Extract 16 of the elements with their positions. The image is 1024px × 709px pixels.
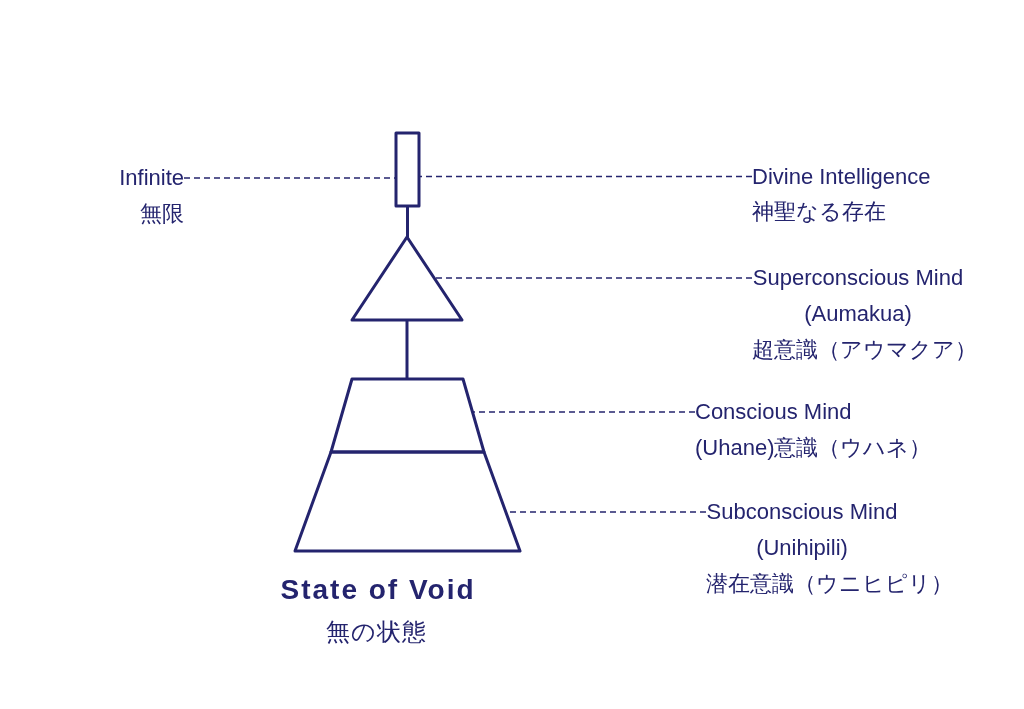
callout-label: Infinite 無限 [118, 160, 184, 232]
leader-line [418, 175, 753, 178]
callout-label: Divine Intelligence 神聖なる存在 [752, 159, 932, 229]
leader-line [471, 411, 696, 413]
callout-label: Subconscious Mind (Unihipili) 潜在意識（ウニヒピリ） [706, 494, 954, 602]
pyramid-label: State of Void [280, 573, 476, 607]
rectangle [393, 130, 422, 209]
pyramid-sublabel: 無の状態 [325, 617, 427, 647]
leader-line [183, 177, 397, 179]
leader-line [433, 277, 753, 279]
callout-label: Superconscious Mind (Aumakua) 超意識（アウマクア） [752, 260, 978, 368]
triangle [349, 234, 465, 323]
connector-line [405, 320, 409, 379]
lower-trapezoid-band [292, 449, 523, 554]
callout-label: Conscious Mind (Uhane)意識（ウハネ） [695, 394, 933, 466]
connector-line [406, 206, 409, 238]
